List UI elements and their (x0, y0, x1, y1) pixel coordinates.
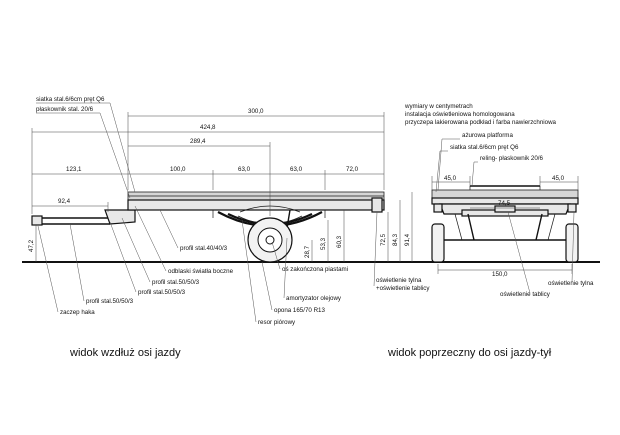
dim-63-b: 63,0 (290, 166, 303, 173)
dim-47-2: 47,2 (28, 239, 35, 252)
label-plate-light-r: oświetlenie tablicy (500, 291, 551, 298)
dim-289-4: 289,4 (190, 138, 206, 145)
side-vertical-dimensions: 47,2 28,7 53,3 60,3 72,5 84,3 91,4 (28, 192, 413, 262)
note-lighting: instalacja oświetleniowa homologowana (405, 111, 515, 118)
drawbar-junction (104, 209, 136, 225)
dim-84-3: 84,3 (392, 233, 399, 246)
rear-labels: ażurowa platforma siatka stal.6/6cm pręt… (435, 132, 594, 298)
rear-view: 45,0 45,0 74,5 150,0 ażurowa platforma s… (387, 132, 594, 359)
dim-45-a: 45,0 (444, 175, 457, 182)
wheel-hub (265, 235, 275, 245)
dim-72: 72,0 (346, 166, 359, 173)
dim-74-5: 74,5 (498, 200, 511, 207)
rear-light-left (433, 203, 443, 213)
label-axle: oś zakończona piastami (282, 266, 348, 273)
dim-28-7: 28,7 (304, 245, 311, 258)
label-profile-40: profil stal.40/40/3 (180, 245, 228, 252)
dim-53-3: 53,3 (320, 237, 327, 250)
rear-shock-right (535, 213, 543, 241)
dim-63-a: 63,0 (238, 166, 251, 173)
side-labels: siatka stal.6/6cm pręt Q6 płaskownik sta… (36, 96, 430, 326)
dim-123-1: 123,1 (66, 166, 82, 173)
dim-72-5: 72,5 (380, 233, 387, 246)
rear-dimensions: 45,0 45,0 74,5 150,0 (431, 175, 579, 278)
rear-light-housing (371, 197, 383, 213)
dim-91-4: 91,4 (404, 233, 411, 246)
label-leaf-spring: resor piórowy (258, 319, 296, 326)
side-view: 300,0 424,8 289,4 123,1 100,0 63,0 63,0 … (28, 96, 430, 359)
hitch-coupler (31, 215, 43, 226)
label-mesh: siatka stal.6/6cm pręt Q6 (36, 96, 105, 103)
dim-45-b: 45,0 (552, 175, 565, 182)
label-reflectors: odblaski światła boczne (168, 268, 234, 275)
label-flat-bar: płaskownik stal. 20/6 (36, 106, 94, 113)
label-shock: amortyzator olejowy (286, 295, 342, 302)
rear-wheel-right (565, 223, 579, 263)
label-platform: ażurowa platforma (462, 132, 513, 139)
rear-deck (431, 189, 579, 199)
side-top-dimensions: 300,0 424,8 289,4 123,1 100,0 63,0 63,0 … (31, 108, 385, 216)
label-rear-light: oświetlenie tylna (376, 277, 422, 284)
drawing-notes: wymiary w centymetrach instalacja oświet… (404, 103, 557, 126)
label-tire: opona 165/70 R13 (274, 307, 325, 314)
label-profile-50-b: profil stal.50/50/3 (138, 289, 186, 296)
rear-light-right (567, 203, 577, 213)
note-units: wymiary w centymetrach (404, 103, 473, 110)
label-profile-50-c: profil stal.50/50/3 (86, 298, 134, 305)
dim-424-8: 424,8 (200, 124, 216, 131)
rear-view-caption: widok poprzeczny do osi jazdy-tył (387, 347, 552, 359)
label-plate-light: +oświetlenie tablicy (376, 285, 430, 292)
dim-100: 100,0 (170, 166, 186, 173)
label-hitch: zaczep haka (60, 309, 95, 316)
dim-92-4: 92,4 (58, 198, 71, 205)
main-frame-beam (127, 199, 385, 211)
dim-300: 300,0 (248, 108, 264, 115)
rear-shock-left (467, 213, 475, 241)
label-railing: reling- płaskownik 20/6 (480, 155, 543, 162)
plate-light (494, 205, 516, 213)
label-rear-light-r: oświetlenie tylna (548, 280, 594, 287)
label-rear-mesh: siatka stal.6/6cm pręt Q6 (450, 144, 519, 151)
dim-60-3: 60,3 (336, 235, 343, 248)
rear-wheel-left (431, 223, 445, 263)
note-paint: przyczepa lakierowana podkład i farba na… (405, 119, 557, 126)
dim-150: 150,0 (492, 271, 508, 278)
label-profile-50-a: profil stal.50/50/3 (152, 279, 200, 286)
side-view-caption: widok wzdłuż osi jazdy (69, 347, 181, 359)
